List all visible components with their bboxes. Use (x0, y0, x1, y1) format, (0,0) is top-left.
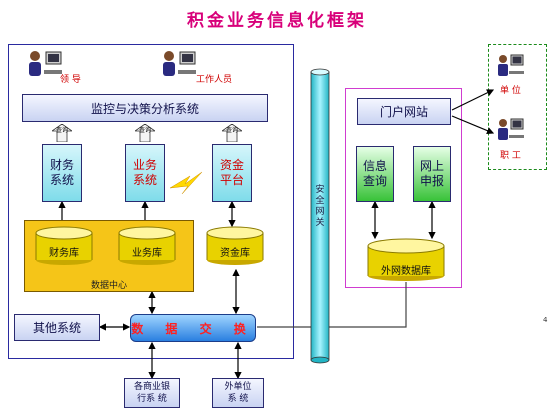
commercial-banks-box: 各商业银行系 统 (124, 378, 180, 408)
external-db-icon: 外网数据库 (366, 238, 446, 282)
internet-portal-frame (345, 88, 462, 288)
query-arrow-finance: 查询 (50, 123, 74, 143)
external-users-frame (488, 44, 547, 170)
portal-website: 门户网站 (357, 98, 451, 125)
external-units-box: 外单位系 统 (212, 378, 264, 408)
other-systems-box: 其他系统 (14, 314, 100, 341)
staff-label: 工作人员 (196, 75, 233, 85)
staff-person-icon (160, 48, 200, 80)
page-number: 4 (543, 316, 548, 324)
query-arrow-business: 查询 (133, 123, 157, 143)
info-query-box: 信息查询 (356, 146, 394, 202)
employee-person-icon (496, 116, 526, 144)
page-title: 积金业务信息化框架 (187, 11, 367, 31)
finance-system: 财务系统 (42, 144, 82, 202)
business-db-icon: 业务库 (117, 226, 177, 266)
query-arrow-fund: 查询 (220, 123, 244, 143)
monitor-decision-system: 监控与决策分析系统 (22, 94, 268, 122)
business-system: 业务系统 (125, 144, 165, 202)
leader-person-icon (26, 48, 66, 80)
unit-person-icon (496, 52, 526, 80)
finance-db-icon: 财务库 (34, 226, 94, 266)
unit-label: 单 位 (500, 86, 521, 96)
fund-platform: 资金平台 (212, 144, 252, 202)
security-gateway-label: 安全网关 (315, 185, 325, 228)
online-report-box: 网上申报 (413, 146, 451, 202)
data-center-label: 数据中心 (90, 281, 127, 291)
data-exchange-hub: 数 据 交 换 (130, 314, 256, 342)
employee-label: 职 工 (500, 151, 521, 161)
fund-db-icon: 资金库 (205, 226, 265, 266)
security-gateway-pipe (310, 68, 330, 364)
leader-label: 领 导 (60, 75, 81, 85)
